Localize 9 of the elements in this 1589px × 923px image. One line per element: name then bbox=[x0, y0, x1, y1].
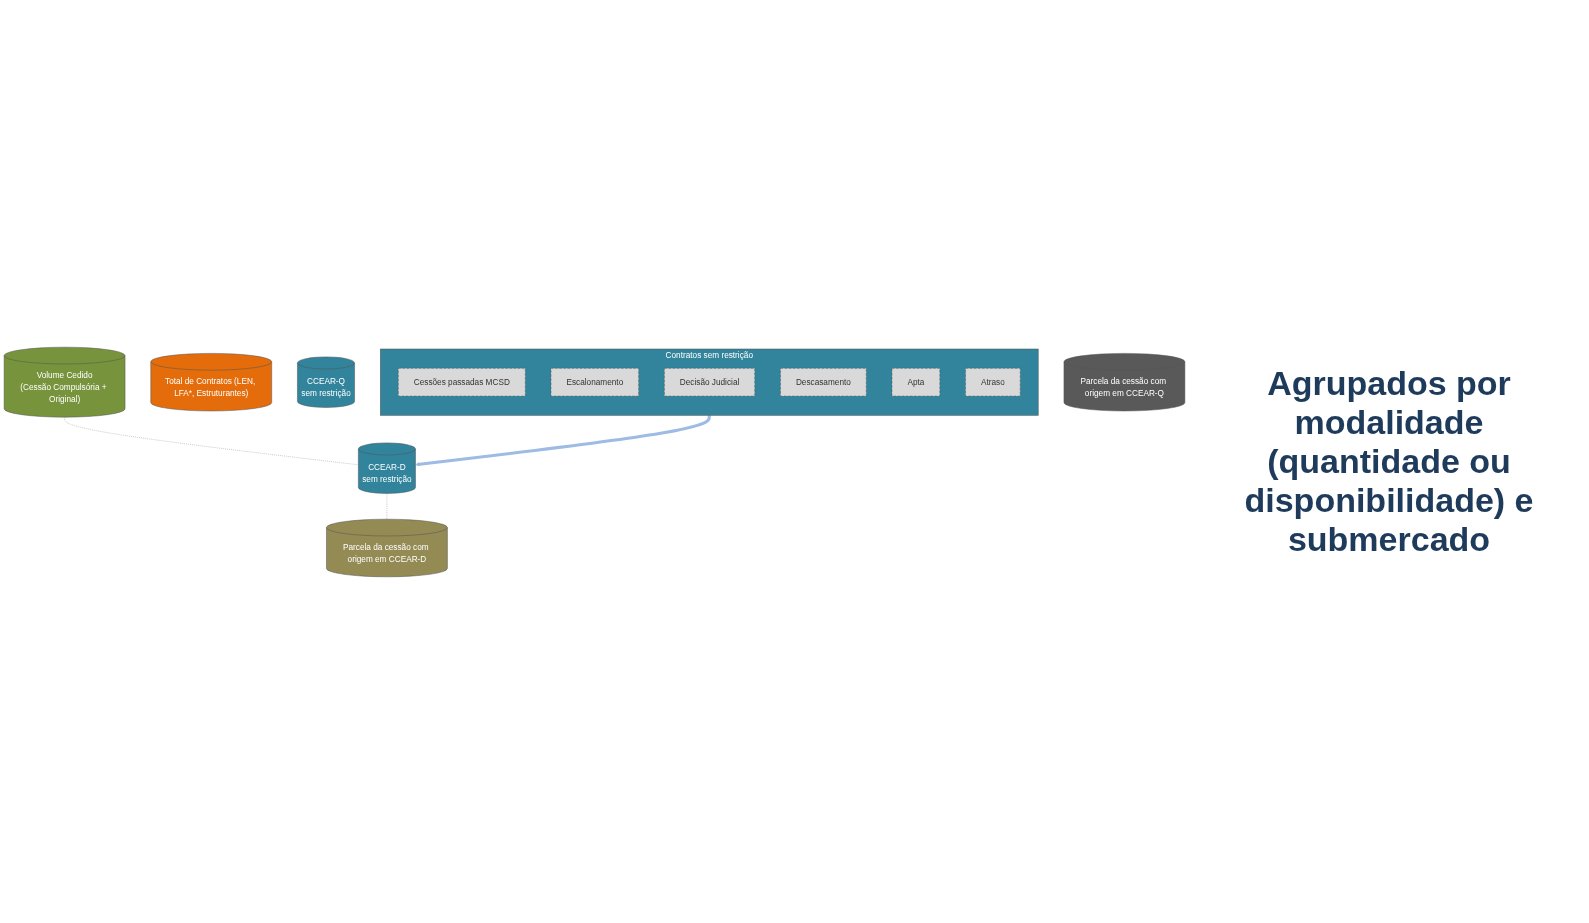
annotation-text: Agrupados por modalidade (quantidade ou disponibilidade) e submercado bbox=[1243, 364, 1535, 559]
node-box: Atraso bbox=[965, 367, 1021, 396]
node-box: Escalonamento bbox=[550, 367, 639, 396]
node-box: Descasamento bbox=[780, 367, 867, 396]
node-box: Apta bbox=[891, 367, 941, 396]
node-box: Decisão Judicial bbox=[664, 367, 755, 396]
arrow bbox=[415, 414, 711, 467]
node-box: Cessões passadas MCSD bbox=[398, 367, 526, 396]
connector bbox=[64, 416, 359, 465]
